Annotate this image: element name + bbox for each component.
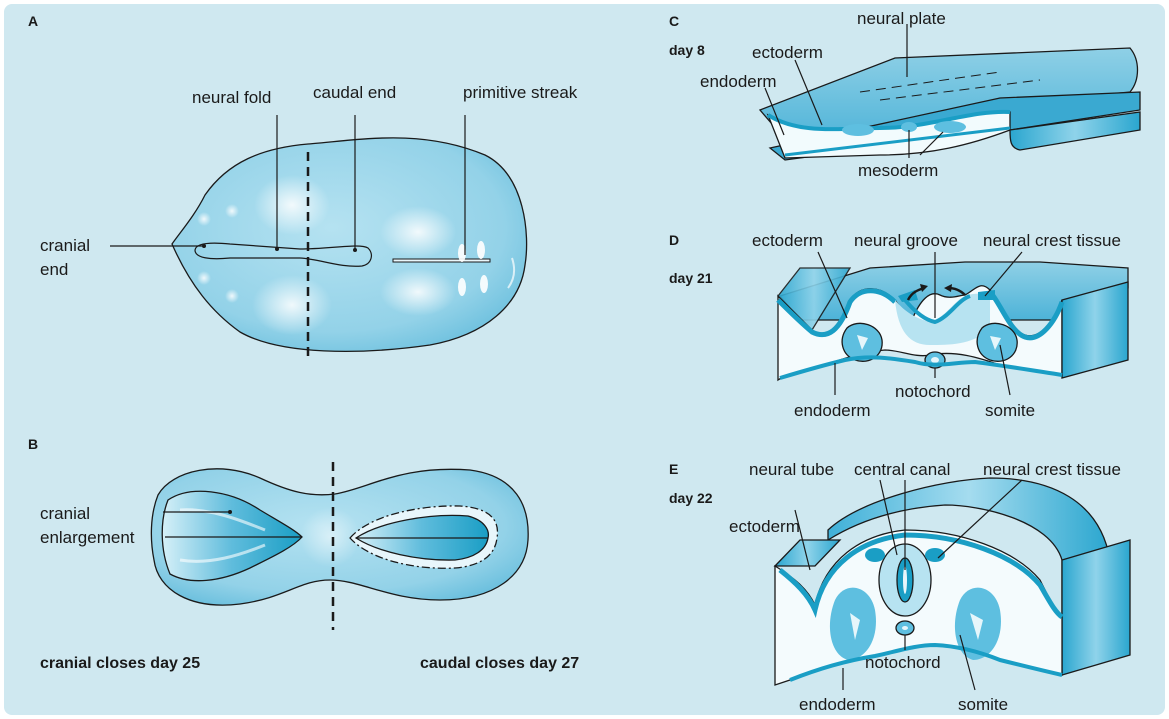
label-cranial-enlargement-1: cranial: [40, 504, 90, 523]
label-somite-e: somite: [958, 695, 1008, 714]
embryo-figure: A neural fold caudal end primitive strea…: [4, 4, 1165, 715]
label-mesoderm-c: mesoderm: [858, 161, 938, 180]
diagram-svg: A neural fold caudal end primitive strea…: [4, 4, 1165, 715]
label-ectoderm-c: ectoderm: [752, 43, 823, 62]
label-cranial-end-2: end: [40, 260, 68, 279]
label-neural-crest-e: neural crest tissue: [983, 460, 1121, 479]
highlight: [380, 268, 456, 316]
panel-b: B cranial enlargement cranial closes day…: [28, 436, 579, 672]
embryo-disc-a: [172, 138, 527, 351]
highlight: [254, 175, 330, 235]
label-ectoderm-e: ectoderm: [729, 517, 800, 536]
panel-a-letter: A: [28, 13, 38, 29]
panel-e-letter: E: [669, 461, 678, 477]
label-neural-tube: neural tube: [749, 460, 834, 479]
label-endoderm-e: endoderm: [799, 695, 876, 714]
label-primitive-streak: primitive streak: [463, 83, 578, 102]
panel-b-letter: B: [28, 436, 38, 452]
label-neural-plate: neural plate: [857, 9, 946, 28]
label-caudal-end: caudal end: [313, 83, 396, 102]
panel-d-letter: D: [669, 232, 679, 248]
label-day-21: day 21: [669, 270, 713, 286]
label-ectoderm-d: ectoderm: [752, 231, 823, 250]
label-caudal-closes: caudal closes day 27: [420, 655, 579, 672]
label-endoderm-d: endoderm: [794, 401, 871, 420]
panel-d: D day 21: [669, 231, 1128, 420]
label-endoderm-c: endoderm: [700, 72, 777, 91]
label-notochord-d: notochord: [895, 382, 971, 401]
highlight: [252, 275, 332, 335]
label-somite-d: somite: [985, 401, 1035, 420]
highlight: [380, 206, 456, 258]
label-neural-groove: neural groove: [854, 231, 958, 250]
panel-a: A neural fold caudal end primitive strea…: [28, 13, 578, 360]
label-cranial-end-1: cranial: [40, 236, 90, 255]
label-day-22: day 22: [669, 490, 713, 506]
label-neural-crest-d: neural crest tissue: [983, 231, 1121, 250]
label-cranial-closes: cranial closes day 25: [40, 655, 200, 672]
panel-c: C day 8 neural plate ectoderm endoderm m…: [669, 9, 1140, 180]
panel-e: E day 22 neural t: [669, 460, 1130, 714]
label-notochord-e: notochord: [865, 653, 941, 672]
panel-c-letter: C: [669, 13, 679, 29]
label-day-8: day 8: [669, 42, 705, 58]
label-neural-fold: neural fold: [192, 88, 271, 107]
label-cranial-enlargement-2: enlargement: [40, 528, 135, 547]
label-central-canal: central canal: [854, 460, 950, 479]
